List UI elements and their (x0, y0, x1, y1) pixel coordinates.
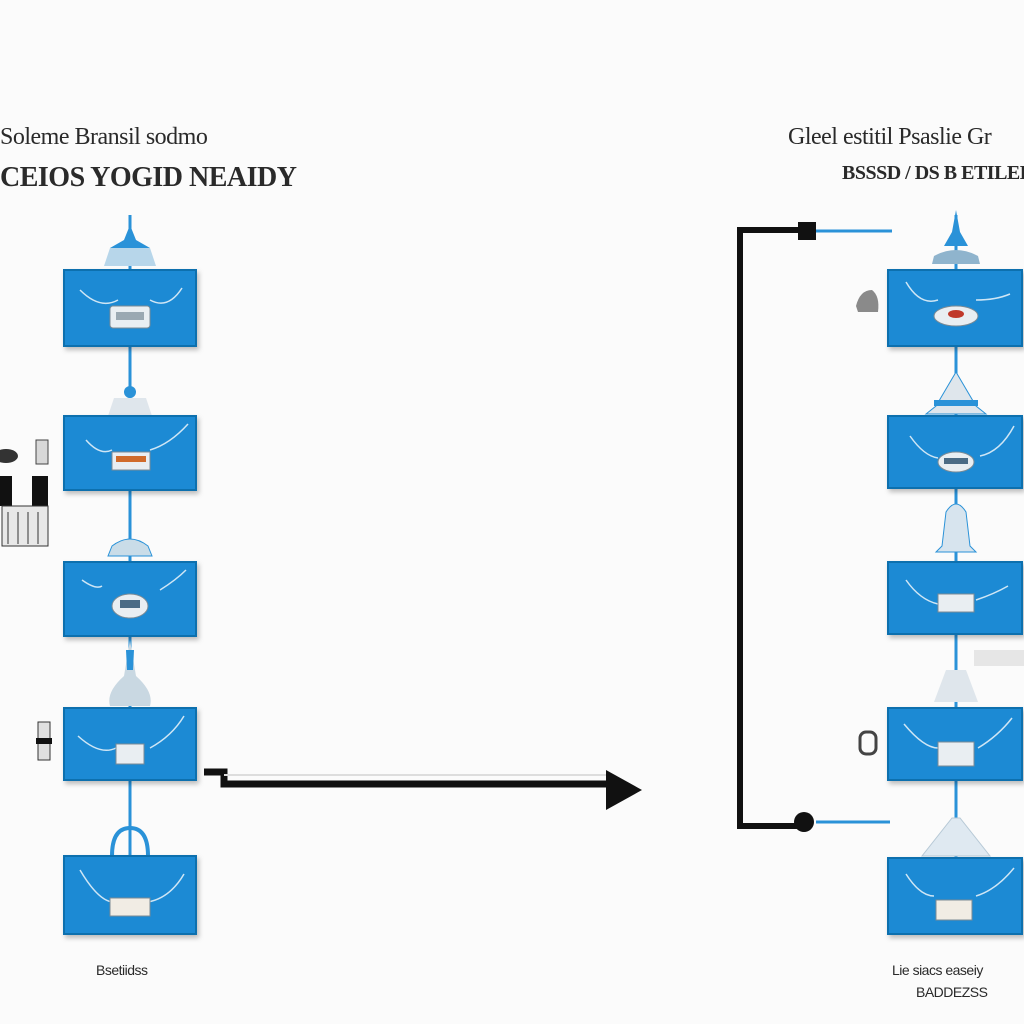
left-stage-5[interactable] (63, 855, 197, 935)
left-column-title: Soleme Bransil sodmo (0, 124, 208, 150)
left-stage-3[interactable] (63, 561, 197, 637)
right-side-clip-icon (858, 730, 878, 756)
right-stage-4[interactable] (887, 707, 1023, 781)
left-column-footer: Bsetiidss (96, 962, 148, 978)
right-stage-3[interactable] (887, 561, 1023, 635)
right-stage-1[interactable] (887, 269, 1023, 347)
feedback-loop-bracket (737, 222, 892, 832)
right-connector-node-2 (924, 371, 988, 415)
right-column-footer-line-1: Lie siacs easeiy (892, 962, 983, 978)
right-side-gauge-icon (856, 290, 879, 312)
right-top-node-icon (932, 210, 980, 264)
right-stage-2[interactable] (887, 415, 1023, 489)
left-connector-node-4 (109, 640, 151, 706)
left-stage-4[interactable] (63, 707, 197, 781)
right-column-title: Gleel estitil Psaslie Gr (788, 124, 992, 150)
right-connector-node-5 (920, 817, 992, 857)
main-flow-arrow (204, 768, 642, 810)
left-connector-node-5 (110, 825, 150, 857)
left-top-node-icon (104, 225, 156, 266)
left-connector-node-2 (108, 386, 152, 416)
left-stage-1[interactable] (63, 269, 197, 347)
right-stage-5[interactable] (887, 857, 1023, 935)
right-side-panel-icon (934, 650, 1024, 702)
left-side-machine-icon (0, 439, 49, 547)
left-connector-node-3 (107, 538, 153, 557)
left-column-subtitle: CEIOS YOGID NEAIDY (0, 162, 297, 193)
left-stage-2[interactable] (63, 415, 197, 491)
right-column-subtitle: BSSSD / DS B ETILEDD (842, 162, 1024, 184)
left-side-switch-icon (36, 721, 52, 761)
right-column-footer-line-2: BADDEZSS (916, 984, 988, 1000)
right-connector-node-3 (934, 503, 978, 553)
